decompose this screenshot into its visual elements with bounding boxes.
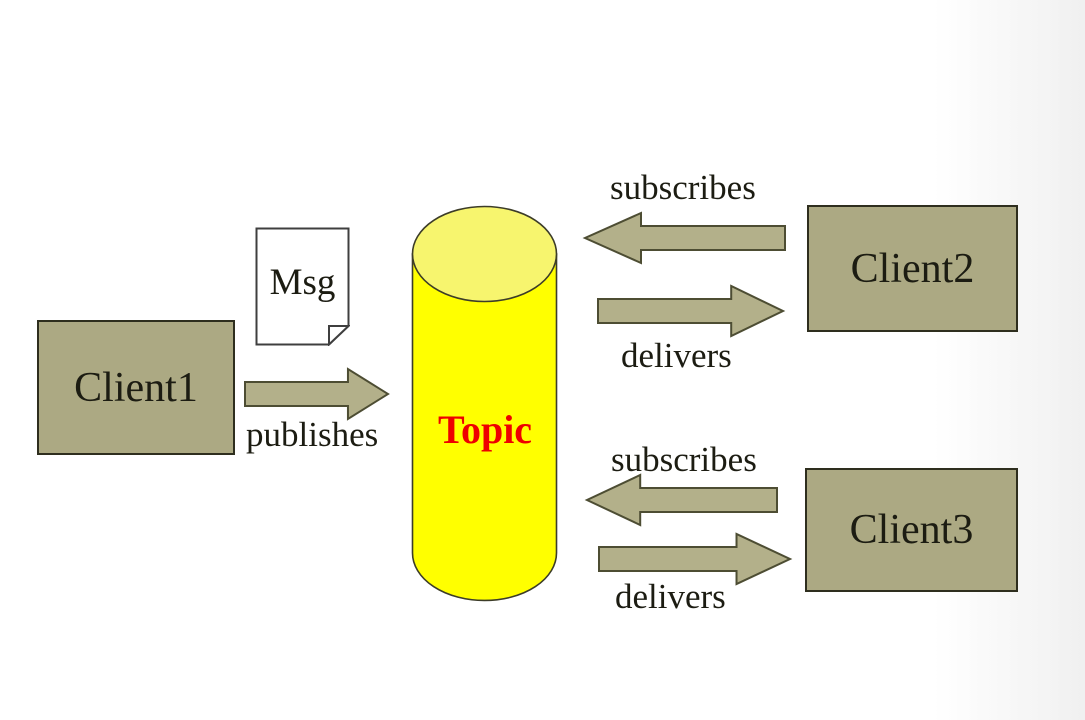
- client2-box: Client2: [807, 205, 1018, 332]
- delivers-client2-label: delivers: [621, 336, 732, 375]
- topic-label: Topic: [437, 407, 533, 452]
- publishes-arrow: [245, 369, 388, 419]
- delivers-client3-label: delivers: [615, 577, 726, 616]
- subscribes-client3-label: subscribes: [611, 440, 757, 479]
- client1-box: Client1: [37, 320, 235, 455]
- subscribes-client2-arrow: [585, 213, 785, 263]
- document-page-icon: [255, 227, 352, 347]
- subscribes-client2-label: subscribes: [610, 168, 756, 207]
- msg-document-icon: [255, 227, 352, 347]
- publishes-label: publishes: [246, 415, 379, 454]
- client3-label: Client3: [849, 507, 974, 553]
- topic-cylinder: [411, 205, 559, 602]
- cylinder-icon: [411, 205, 558, 602]
- delivers-client3-arrow: [599, 534, 790, 584]
- msg-label: Msg: [269, 261, 336, 303]
- subscribes-client3-arrow: [587, 475, 777, 525]
- client2-label: Client2: [850, 245, 975, 292]
- client3-box: Client3: [805, 468, 1018, 592]
- client1-label: Client1: [74, 364, 198, 411]
- delivers-client2-arrow: [598, 286, 783, 336]
